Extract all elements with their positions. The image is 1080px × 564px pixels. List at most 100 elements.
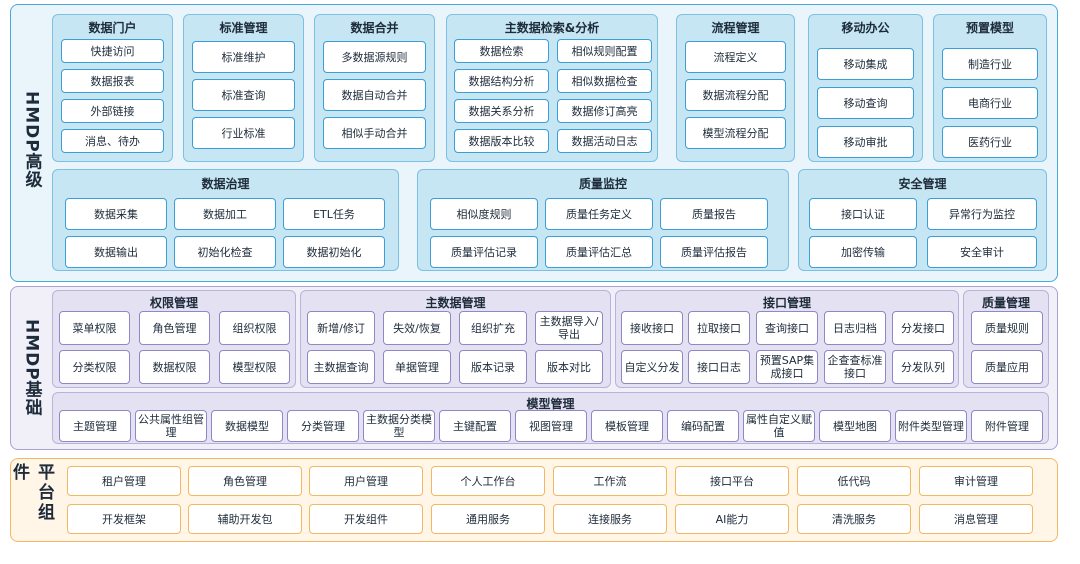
item-activity-log[interactable]: 数据活动日志 xyxy=(557,129,652,153)
item-org-extend[interactable]: 组织扩充 xyxy=(459,311,527,345)
item-industry-standard[interactable]: 行业标准 xyxy=(192,117,295,149)
item-receive-interface[interactable]: 接收接口 xyxy=(621,311,683,345)
item-standard-query[interactable]: 标准查询 xyxy=(192,79,295,111)
item-encrypted-transfer[interactable]: 加密传输 xyxy=(809,236,917,268)
item-version-record[interactable]: 版本记录 xyxy=(459,350,527,384)
item-import-export[interactable]: 主数据导入/导出 xyxy=(535,311,603,345)
item-data-model[interactable]: 数据模型 xyxy=(211,410,283,442)
layer-advanced: HMDP高级 数据门户 快捷访问 数据报表 外部链接 消息、待办 标准管理 标准… xyxy=(10,4,1058,282)
item-log-archive[interactable]: 日志归档 xyxy=(824,311,886,345)
item-connection-services[interactable]: 连接服务 xyxy=(553,504,667,534)
item-relation-analysis[interactable]: 数据关系分析 xyxy=(454,99,549,123)
item-dev-components[interactable]: 开发组件 xyxy=(309,504,423,534)
item-attachment-mgmt[interactable]: 附件管理 xyxy=(971,410,1043,442)
item-interface-log[interactable]: 接口日志 xyxy=(688,350,750,384)
item-quality-eval-report[interactable]: 质量评估报告 xyxy=(660,236,768,268)
item-similarity-rule[interactable]: 相似度规则 xyxy=(430,198,538,230)
item-menu-permission[interactable]: 菜单权限 xyxy=(59,311,130,345)
item-attr-custom-assign[interactable]: 属性自定义赋值 xyxy=(743,410,815,442)
item-role-mgmt[interactable]: 角色管理 xyxy=(139,311,210,345)
item-anomaly-monitor[interactable]: 异常行为监控 xyxy=(927,198,1037,230)
item-category-permission[interactable]: 分类权限 xyxy=(59,350,130,384)
item-dispatch-interface[interactable]: 分发接口 xyxy=(892,311,954,345)
item-model-workflow-assign[interactable]: 模型流程分配 xyxy=(685,117,786,149)
item-pharma[interactable]: 医药行业 xyxy=(942,126,1038,158)
item-similar-data-check[interactable]: 相似数据检查 xyxy=(557,69,652,93)
item-standard-maintain[interactable]: 标准维护 xyxy=(192,41,295,73)
item-personal-workbench[interactable]: 个人工作台 xyxy=(431,466,545,496)
item-workflow[interactable]: 工作流 xyxy=(553,466,667,496)
item-etl-task[interactable]: ETL任务 xyxy=(283,198,385,230)
item-data-report[interactable]: 数据报表 xyxy=(61,69,164,93)
item-ecommerce[interactable]: 电商行业 xyxy=(942,87,1038,119)
item-mobile-query[interactable]: 移动查询 xyxy=(817,87,914,119)
item-model-permission[interactable]: 模型权限 xyxy=(219,350,290,384)
item-similar-manual-merge[interactable]: 相似手动合并 xyxy=(323,117,426,149)
item-init-check[interactable]: 初始化检查 xyxy=(174,236,276,268)
item-topic-mgmt[interactable]: 主题管理 xyxy=(59,410,131,442)
item-code-config[interactable]: 编码配置 xyxy=(667,410,739,442)
item-interface-platform[interactable]: 接口平台 xyxy=(675,466,789,496)
item-audit-mgmt[interactable]: 审计管理 xyxy=(919,466,1033,496)
item-data-collect[interactable]: 数据采集 xyxy=(65,198,167,230)
item-interface-auth[interactable]: 接口认证 xyxy=(809,198,917,230)
item-sap-integration[interactable]: 预置SAP集成接口 xyxy=(756,350,818,384)
item-user-mgmt[interactable]: 用户管理 xyxy=(309,466,423,496)
item-primary-key-config[interactable]: 主键配置 xyxy=(439,410,511,442)
item-query-interface[interactable]: 查询接口 xyxy=(756,311,818,345)
item-quality-eval-summary[interactable]: 质量评估汇总 xyxy=(545,236,653,268)
item-data-process[interactable]: 数据加工 xyxy=(174,198,276,230)
item-message-mgmt[interactable]: 消息管理 xyxy=(919,504,1033,534)
item-quality-eval-record[interactable]: 质量评估记录 xyxy=(430,236,538,268)
item-tenant-mgmt[interactable]: 租户管理 xyxy=(67,466,181,496)
item-pull-interface[interactable]: 拉取接口 xyxy=(688,311,750,345)
item-data-init[interactable]: 数据初始化 xyxy=(283,236,385,268)
item-version-compare[interactable]: 版本对比 xyxy=(535,350,603,384)
item-quality-report[interactable]: 质量报告 xyxy=(660,198,768,230)
item-mobile-approval[interactable]: 移动审批 xyxy=(817,126,914,158)
item-external-link[interactable]: 外部链接 xyxy=(61,99,164,123)
item-expire-restore[interactable]: 失效/恢复 xyxy=(383,311,451,345)
item-low-code[interactable]: 低代码 xyxy=(797,466,911,496)
item-version-compare[interactable]: 数据版本比较 xyxy=(454,129,549,153)
item-document-mgmt[interactable]: 单据管理 xyxy=(383,350,451,384)
item-mobile-integration[interactable]: 移动集成 xyxy=(817,48,914,80)
group-search-analysis: 主数据检索&分析 数据检索 相似规则配置 数据结构分析 相似数据检查 数据关系分… xyxy=(446,14,658,162)
item-quick-access[interactable]: 快捷访问 xyxy=(61,39,164,63)
item-structure-analysis[interactable]: 数据结构分析 xyxy=(454,69,549,93)
item-revision-highlight[interactable]: 数据修订高亮 xyxy=(557,99,652,123)
item-common-attr-group[interactable]: 公共属性组管理 xyxy=(135,410,207,442)
item-dev-kit[interactable]: 辅助开发包 xyxy=(188,504,302,534)
item-dev-framework[interactable]: 开发框架 xyxy=(67,504,181,534)
item-qichacha-interface[interactable]: 企查查标准接口 xyxy=(824,350,886,384)
item-security-audit[interactable]: 安全审计 xyxy=(927,236,1037,268)
item-role-mgmt[interactable]: 角色管理 xyxy=(188,466,302,496)
item-cleansing-services[interactable]: 清洗服务 xyxy=(797,504,911,534)
item-attachment-type[interactable]: 附件类型管理 xyxy=(895,410,967,442)
item-masterdata-query[interactable]: 主数据查询 xyxy=(307,350,375,384)
item-data-workflow-assign[interactable]: 数据流程分配 xyxy=(685,79,786,111)
item-messages-todo[interactable]: 消息、待办 xyxy=(61,129,164,153)
item-category-mgmt[interactable]: 分类管理 xyxy=(287,410,359,442)
item-ai-capability[interactable]: AI能力 xyxy=(675,504,789,534)
item-quality-application[interactable]: 质量应用 xyxy=(971,350,1043,384)
item-model-map[interactable]: 模型地图 xyxy=(819,410,891,442)
item-data-search[interactable]: 数据检索 xyxy=(454,39,549,63)
item-workflow-define[interactable]: 流程定义 xyxy=(685,41,786,73)
item-common-services[interactable]: 通用服务 xyxy=(431,504,545,534)
item-template-mgmt[interactable]: 模板管理 xyxy=(591,410,663,442)
item-multi-source-rule[interactable]: 多数据源规则 xyxy=(323,41,426,73)
item-view-mgmt[interactable]: 视图管理 xyxy=(515,410,587,442)
item-org-permission[interactable]: 组织权限 xyxy=(219,311,290,345)
item-add-revise[interactable]: 新增/修订 xyxy=(307,311,375,345)
item-category-model[interactable]: 主数据分类模型 xyxy=(363,410,435,442)
item-manufacturing[interactable]: 制造行业 xyxy=(942,48,1038,80)
item-data-permission[interactable]: 数据权限 xyxy=(139,350,210,384)
item-dispatch-queue[interactable]: 分发队列 xyxy=(892,350,954,384)
item-custom-dispatch[interactable]: 自定义分发 xyxy=(621,350,683,384)
item-similar-rule-config[interactable]: 相似规则配置 xyxy=(557,39,652,63)
item-quality-task-define[interactable]: 质量任务定义 xyxy=(545,198,653,230)
item-quality-rule[interactable]: 质量规则 xyxy=(971,311,1043,345)
item-auto-merge[interactable]: 数据自动合并 xyxy=(323,79,426,111)
item-data-output[interactable]: 数据输出 xyxy=(65,236,167,268)
